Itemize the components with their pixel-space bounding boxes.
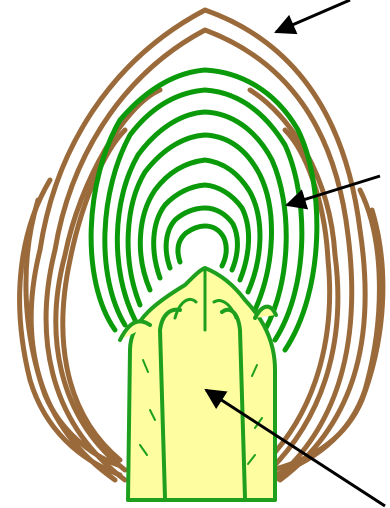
inner-layer-8 — [178, 226, 226, 266]
yellow-core — [120, 268, 276, 500]
pointer-to-outer-layers — [276, 0, 350, 32]
core-body — [128, 268, 275, 500]
